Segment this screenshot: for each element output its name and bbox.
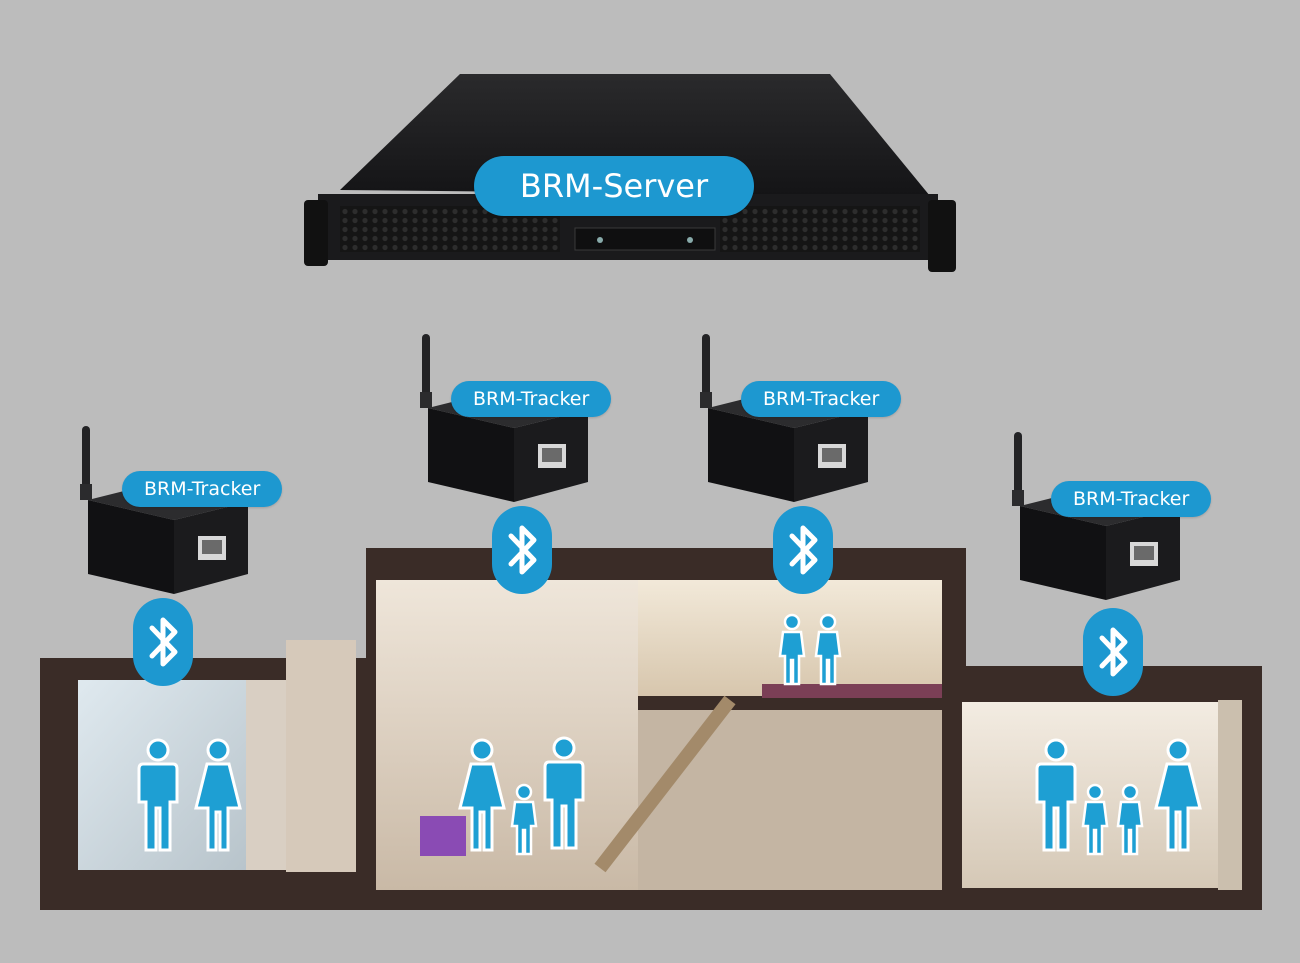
tracker-label-2: BRM-Tracker <box>451 381 612 417</box>
tracker-label-4: BRM-Tracker <box>1051 481 1212 517</box>
tracker-label-3: BRM-Tracker <box>741 381 902 417</box>
tracker-device-icon <box>700 334 868 502</box>
server-label: BRM-Server <box>474 156 754 216</box>
tracker-device-icon <box>420 334 588 502</box>
tracker-device-icon <box>80 426 248 594</box>
tracker-label-1: BRM-Tracker <box>122 471 283 507</box>
house-cross-section <box>40 548 1262 910</box>
bluetooth-icon <box>492 506 552 594</box>
bluetooth-icon <box>773 506 833 594</box>
bluetooth-icon <box>1083 608 1143 696</box>
bluetooth-icon <box>133 598 193 686</box>
